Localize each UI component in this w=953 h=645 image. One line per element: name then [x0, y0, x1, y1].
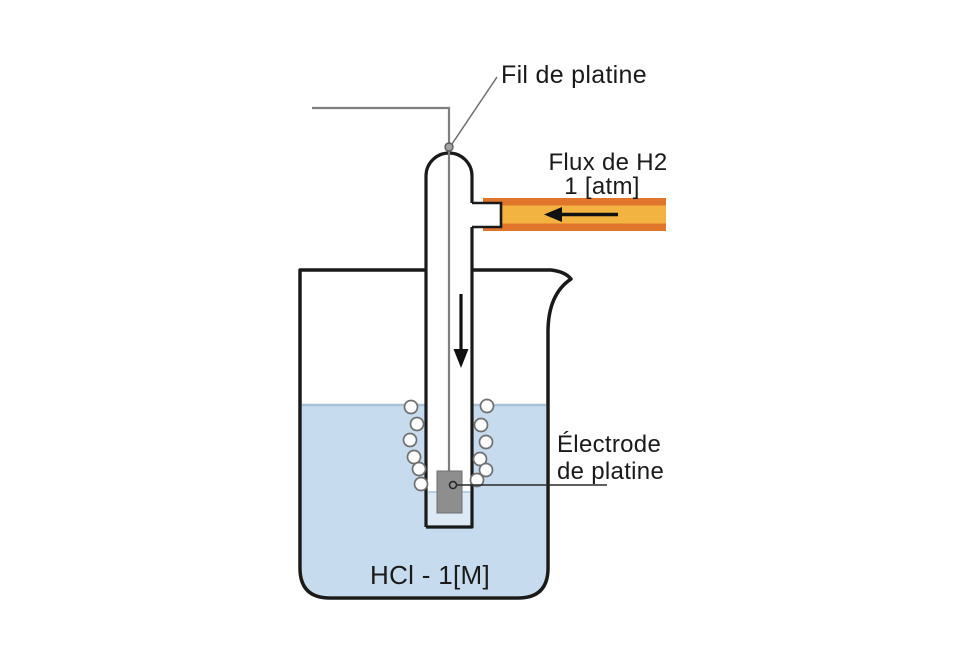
bubble: [478, 434, 494, 450]
platinum-wire: [312, 106, 451, 471]
bubble: [478, 462, 494, 478]
bubble: [413, 476, 429, 492]
bubble: [403, 399, 419, 415]
bubble: [402, 432, 418, 448]
label-platinum-wire: Fil de platine: [501, 61, 647, 89]
bubble: [479, 398, 495, 414]
platinum-electrode: [436, 470, 463, 514]
wire-junction-dot: [444, 142, 454, 152]
bubble: [469, 472, 485, 488]
gas-down-arrow-head: [453, 349, 469, 368]
bubble: [411, 461, 427, 477]
label-electrode-line2: de platine: [557, 458, 664, 485]
wire-label-leader-line: [451, 76, 498, 145]
label-h2-flow-line2: 1 [atm]: [564, 173, 639, 200]
h2-flow-arrow-head: [544, 207, 562, 222]
label-solution: HCl - 1[M]: [370, 560, 490, 590]
beaker-outline: [298, 268, 573, 600]
electrode-anchor-dot: [448, 480, 458, 490]
bubble: [473, 417, 489, 433]
bubble: [406, 449, 422, 465]
hcl-solution: [302, 405, 546, 596]
label-electrode-line1: Électrode: [557, 431, 661, 458]
bubble: [409, 416, 425, 432]
h2-bubbles: [402, 398, 495, 492]
tube-side-arm: [472, 201, 503, 229]
label-h2-flow-line1: Flux de H2: [548, 149, 667, 176]
bubble: [472, 451, 488, 467]
